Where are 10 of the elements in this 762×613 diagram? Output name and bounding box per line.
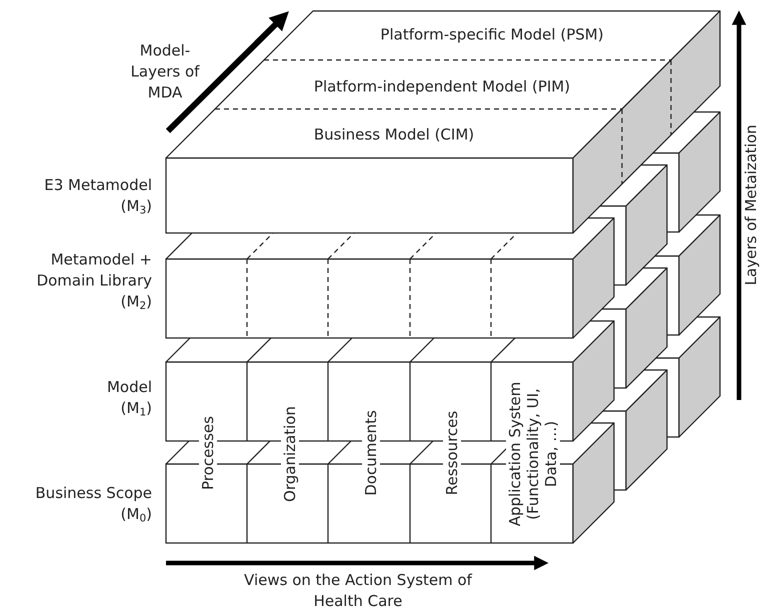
layer-label: Metamodel + Domain Library (M$_{2}$) (36, 250, 152, 312)
layer-title: Platform-specific Model (PSM) (380, 24, 604, 46)
layer-title: Model-Layers of MDA (130, 40, 201, 104)
layer-label: Business Scope (M$_{0}$) (34, 483, 152, 525)
layer-title: Platform-independent Model (PIM) (314, 76, 570, 98)
layer-label: Model (M$_{1}$) (106, 377, 152, 419)
axis-label: Layers of Metaization (742, 124, 760, 286)
layer-label: E3 Metamodel (M$_{3}$) (43, 175, 152, 217)
axis-label: Views on the Action System of Health Care (243, 570, 474, 612)
layer-title: Business Model (CIM) (314, 124, 474, 146)
